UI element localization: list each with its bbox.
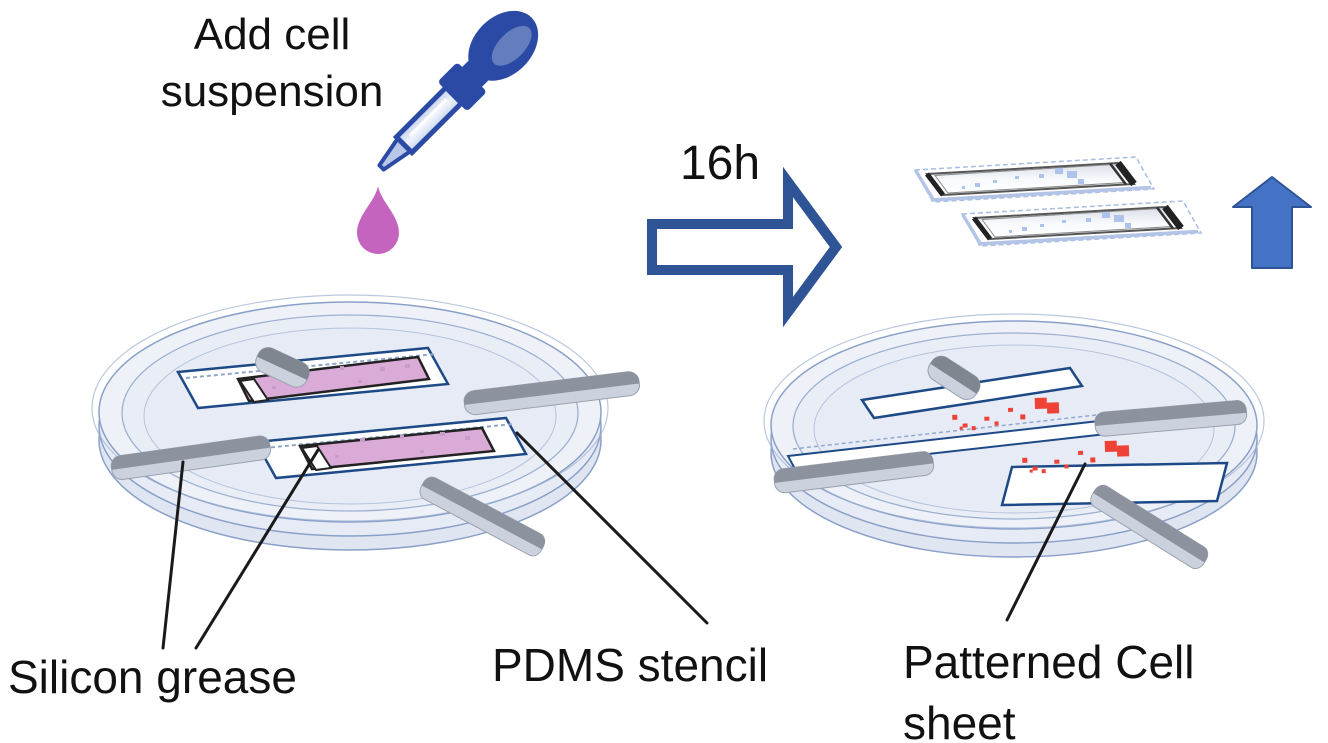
label-duration-16h: 16h [679, 137, 761, 190]
leader-line-pdms-stencil [515, 431, 709, 625]
label-patterned-cell-sheet: Patterned Cell sheet [903, 636, 1195, 743]
glass-slide-lower-right [1000, 461, 1229, 507]
lifted-stencil-slide-1 [915, 157, 1154, 202]
pdms-stencil-window [298, 426, 496, 471]
dropper-icon [377, 10, 539, 172]
lifted-stencil-slide-2 [962, 201, 1201, 246]
petri-dish-left [91, 294, 642, 560]
label-add-cell-suspension: Add cell suspension [160, 10, 384, 117]
label-pdms-stencil: PDMS stencil [492, 639, 769, 691]
petri-dish-right [763, 313, 1265, 573]
arrow-right-icon [647, 166, 843, 328]
leader-line-patterned-cell-sheet [1005, 462, 1087, 622]
stencil-end-sliver [238, 377, 270, 404]
dish-rim-outer [763, 313, 1265, 529]
arrow-up-icon [1232, 176, 1312, 269]
droplet-icon [357, 186, 399, 254]
glass-slide-upper-left [175, 346, 451, 410]
leader-line-silicon-grease-1 [161, 460, 185, 650]
leader-line-silicon-grease-2 [194, 448, 320, 650]
dish-rim-outer [91, 294, 609, 522]
label-silicon-grease: Silicon grease [8, 651, 297, 703]
